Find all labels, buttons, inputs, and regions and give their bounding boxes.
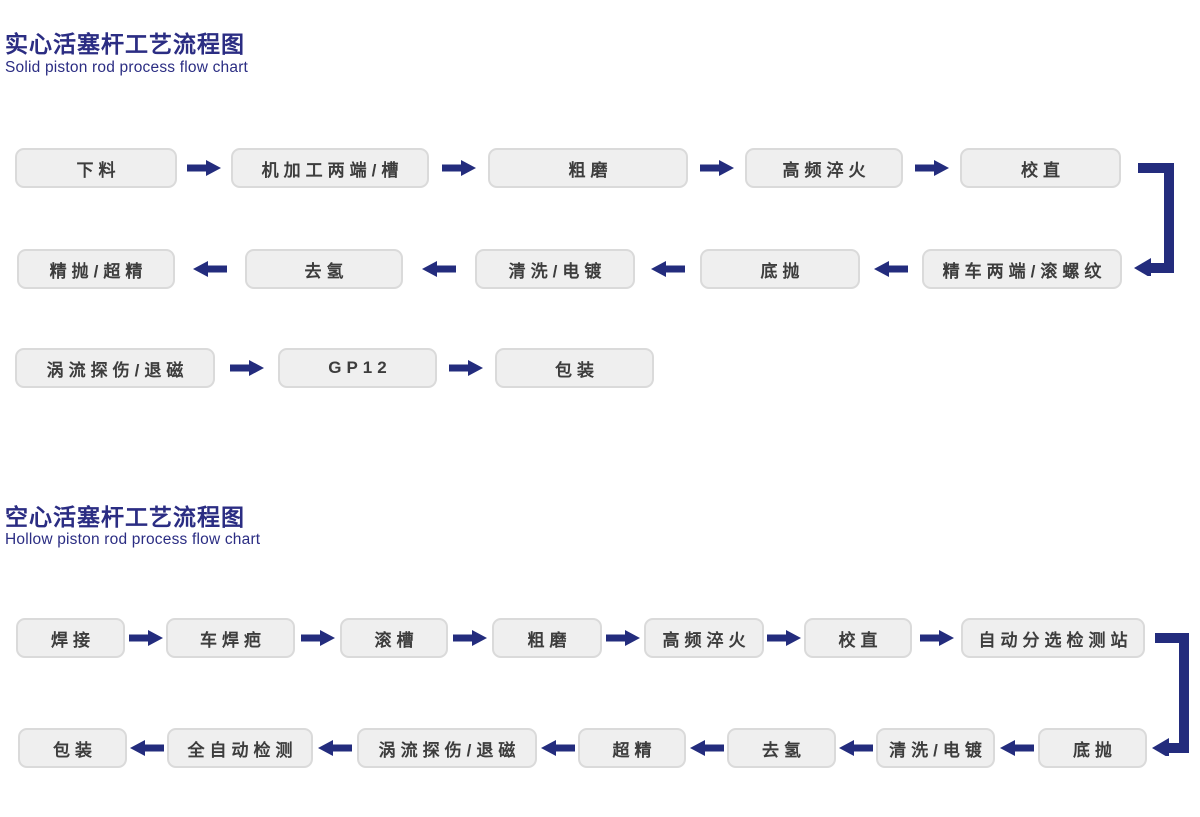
- process-step-box: 精抛/超精: [17, 249, 175, 289]
- flow-arrow-right-icon: [441, 160, 476, 176]
- process-step-box: 底抛: [700, 249, 860, 289]
- flow-arrow-left-icon: [689, 740, 724, 756]
- process-step-box: 车焊疤: [166, 618, 295, 658]
- flow-arrow-left-icon: [193, 261, 227, 277]
- process-step-box: 包装: [495, 348, 654, 388]
- process-step-box: 涡流探伤/退磁: [357, 728, 537, 768]
- process-step-box: 自动分选检测站: [961, 618, 1145, 658]
- process-step-box: 校直: [804, 618, 912, 658]
- process-step-box: 焊接: [16, 618, 125, 658]
- flow-arrow-left-icon: [130, 740, 164, 756]
- process-step-box: 全自动检测: [167, 728, 313, 768]
- hollow-chart-subtitle: Hollow piston rod process flow chart: [5, 531, 261, 548]
- flow-arrow-right-icon: [187, 160, 221, 176]
- flow-arrow-left-icon: [999, 740, 1034, 756]
- hollow-chart-title: 空心活塞杆工艺流程图: [5, 504, 245, 530]
- process-step-box: 清洗/电镀: [876, 728, 995, 768]
- process-step-box: 高频淬火: [745, 148, 903, 188]
- process-step-box: 去氢: [727, 728, 836, 768]
- process-step-box: 精车两端/滚螺纹: [922, 249, 1122, 289]
- process-step-box: 粗磨: [488, 148, 688, 188]
- flow-arrow-left-icon: [422, 261, 456, 277]
- process-step-box: 校直: [960, 148, 1121, 188]
- flow-arrow-right-icon: [606, 630, 640, 646]
- flow-arrow-left-icon: [650, 261, 685, 277]
- flow-arrow-left-icon: [874, 261, 908, 277]
- process-step-box: 涡流探伤/退磁: [15, 348, 215, 388]
- flow-arrow-left-icon: [318, 740, 352, 756]
- process-step-box: 滚槽: [340, 618, 448, 658]
- flow-arrow-right-icon: [128, 630, 163, 646]
- solid-chart-title: 实心活塞杆工艺流程图: [5, 31, 245, 57]
- solid-chart-subtitle: Solid piston rod process flow chart: [5, 59, 249, 76]
- flow-arrow-right-icon: [699, 160, 734, 176]
- process-step-box: 高频淬火: [644, 618, 764, 658]
- flow-arrow-right-icon: [767, 630, 801, 646]
- process-step-box: 包装: [18, 728, 127, 768]
- flow-arrow-right-icon: [229, 360, 264, 376]
- process-step-box: 机加工两端/槽: [231, 148, 429, 188]
- flow-arrow-right-icon: [449, 360, 483, 376]
- elbow-connector-arrow-icon: [1152, 633, 1189, 756]
- process-step-box: 粗磨: [492, 618, 602, 658]
- flow-arrow-left-icon: [540, 740, 575, 756]
- process-step-box: 清洗/电镀: [475, 249, 635, 289]
- flow-arrow-right-icon: [300, 630, 335, 646]
- flow-arrow-left-icon: [839, 740, 873, 756]
- flow-arrow-right-icon: [919, 630, 954, 646]
- process-step-box: 去氢: [245, 249, 403, 289]
- process-step-box: 下料: [15, 148, 177, 188]
- flow-arrow-right-icon: [914, 160, 949, 176]
- elbow-connector-arrow-icon: [1134, 163, 1174, 276]
- process-step-box: 底抛: [1038, 728, 1147, 768]
- process-step-box: GP12: [278, 348, 437, 388]
- flow-arrow-right-icon: [453, 630, 487, 646]
- process-step-box: 超精: [578, 728, 686, 768]
